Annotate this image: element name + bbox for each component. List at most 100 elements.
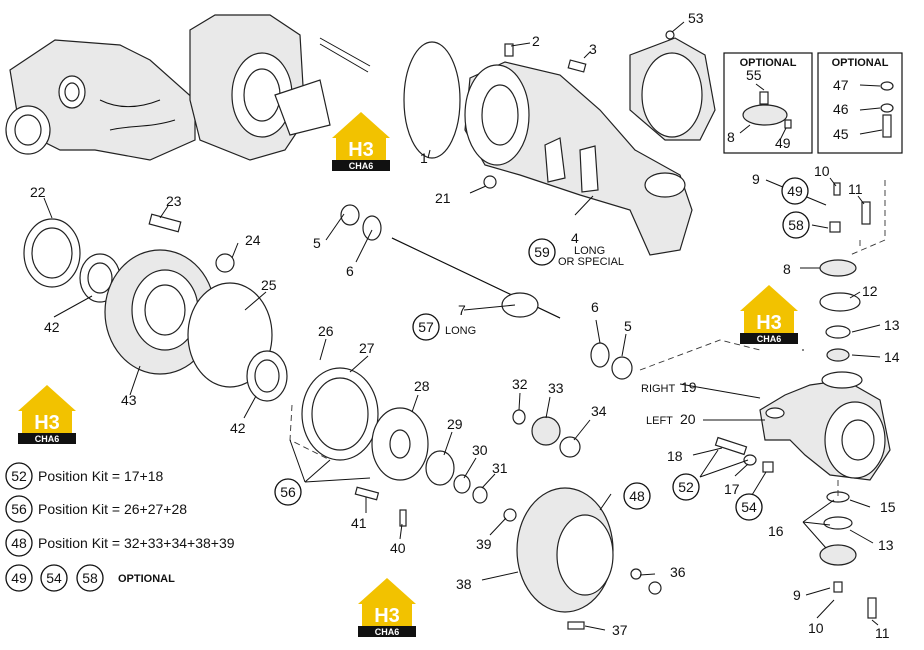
- note-long-7: LONG: [445, 325, 476, 337]
- svg-text:H3: H3: [756, 312, 782, 334]
- callout-32: 32: [512, 376, 528, 392]
- svg-text:CHA6: CHA6: [35, 434, 60, 444]
- wheel-stud-23: [148, 213, 182, 233]
- svg-text:56: 56: [11, 501, 27, 517]
- legend-circle-49: [5, 564, 33, 592]
- callout-6-left: 6: [346, 263, 354, 279]
- callout-1: 1: [420, 150, 428, 166]
- o-ring-seal: [403, 41, 461, 159]
- callout-20: 20: [680, 411, 696, 427]
- legend-text-56: Position Kit = 26+27+28: [38, 501, 187, 517]
- callout-42-left: 42: [44, 319, 60, 335]
- stud-41: [354, 486, 380, 501]
- callout-labels: 1 2 3 4 LONG OR SPECIAL 5 6 7 LONG 6 5 2…: [30, 10, 900, 641]
- position-kit-legend: 52 Position Kit = 17+18 56 Position Kit …: [5, 462, 235, 592]
- callout-10-bottom: 10: [808, 620, 824, 636]
- label-left: LEFT: [646, 415, 673, 427]
- circled-48-diagram: [623, 482, 651, 510]
- svg-text:52: 52: [11, 468, 27, 484]
- svg-text:49: 49: [787, 183, 803, 199]
- callout-10-top: 10: [814, 163, 830, 179]
- callout-34: 34: [591, 403, 607, 419]
- breather-fitting: [504, 43, 514, 57]
- callout-26: 26: [318, 323, 334, 339]
- washer-39: [503, 508, 517, 522]
- svg-text:48: 48: [11, 535, 27, 551]
- grease-fitting-10: [833, 182, 841, 196]
- circled-52-diagram: [672, 473, 700, 501]
- optional-kingpin-cap-assembly: [742, 91, 792, 129]
- svg-text:49: 49: [11, 570, 27, 586]
- callout-5-right: 5: [624, 318, 632, 334]
- watermark-logo-top: H3 CHA6: [332, 112, 390, 171]
- kingpin-lower-stack: [819, 491, 877, 619]
- circled-59: [528, 238, 556, 266]
- kingpin-cap-lower: [819, 544, 857, 566]
- svg-text:CHA6: CHA6: [349, 161, 374, 171]
- drive-shaft-assembly: [340, 204, 633, 380]
- callout-7: 7: [458, 302, 466, 318]
- callout-11-top: 11: [848, 181, 863, 197]
- planet-gear-group: [503, 409, 581, 522]
- optional-box-right: [817, 52, 903, 154]
- legend-circle-58: [76, 564, 104, 592]
- callout-37: 37: [612, 622, 628, 638]
- callout-38: 38: [456, 576, 472, 592]
- seal-ring: [362, 215, 382, 241]
- callout-55: 55: [746, 67, 762, 83]
- callout-9-top: 9: [752, 171, 760, 187]
- callout-13-upper: 13: [884, 317, 900, 333]
- svg-text:54: 54: [46, 570, 62, 586]
- callout-31: 31: [492, 460, 508, 476]
- wheel-nut-24: [215, 253, 235, 273]
- callout-39: 39: [476, 536, 492, 552]
- wheel-hub-43: [104, 249, 216, 375]
- optional-box-left: [723, 52, 813, 154]
- callout-27: 27: [359, 340, 375, 356]
- bearing-bushing-right: [611, 356, 633, 380]
- callout-30: 30: [472, 442, 488, 458]
- reference-axle-housing-left: [5, 39, 196, 161]
- watermark-logo-left: H3 CHA6: [18, 385, 76, 444]
- callout-46: 46: [833, 101, 849, 117]
- callout-17: 17: [724, 481, 740, 497]
- svg-text:CHA6: CHA6: [375, 627, 400, 637]
- cover-plate: [629, 37, 716, 141]
- callout-23: 23: [166, 193, 182, 209]
- svg-text:59: 59: [534, 244, 550, 260]
- spacer-54: [762, 461, 774, 473]
- circled-58-diagram: [782, 211, 810, 239]
- bolt-37: [567, 621, 585, 630]
- svg-text:H3: H3: [348, 139, 374, 161]
- callout-40: 40: [390, 540, 406, 556]
- callout-16: 16: [768, 523, 784, 539]
- circled-57: [412, 313, 440, 341]
- callout-11-bottom: 11: [875, 625, 890, 641]
- seal-13: [825, 325, 851, 339]
- callout-29: 29: [447, 416, 463, 432]
- callout-28: 28: [414, 378, 430, 394]
- snap-ring-31: [472, 486, 488, 504]
- watermark-logo-right: H3 CHA6: [740, 285, 798, 344]
- plug-36: [630, 568, 642, 580]
- kingpin-cap-8: [819, 259, 857, 277]
- seal-ring-right: [590, 342, 610, 368]
- callout-33: 33: [548, 380, 564, 396]
- callout-36: 36: [670, 564, 686, 580]
- callout-8-optional: 8: [727, 129, 735, 145]
- optional-box-left-title: OPTIONAL: [740, 57, 797, 69]
- svg-text:57: 57: [418, 319, 434, 335]
- svg-text:CHA6: CHA6: [757, 334, 782, 344]
- vent-fitting: [665, 30, 675, 40]
- callout-45: 45: [833, 126, 849, 142]
- svg-text:58: 58: [788, 217, 804, 233]
- svg-text:58: 58: [82, 570, 98, 586]
- legend-circle-56: [5, 495, 33, 523]
- svg-text:56: 56: [280, 484, 296, 500]
- note-or-special: OR SPECIAL: [558, 256, 624, 268]
- shim-13-lower: [823, 516, 853, 530]
- watermark-logo-bottom: H3 CHA6: [358, 578, 416, 637]
- steering-knuckle: [759, 371, 891, 481]
